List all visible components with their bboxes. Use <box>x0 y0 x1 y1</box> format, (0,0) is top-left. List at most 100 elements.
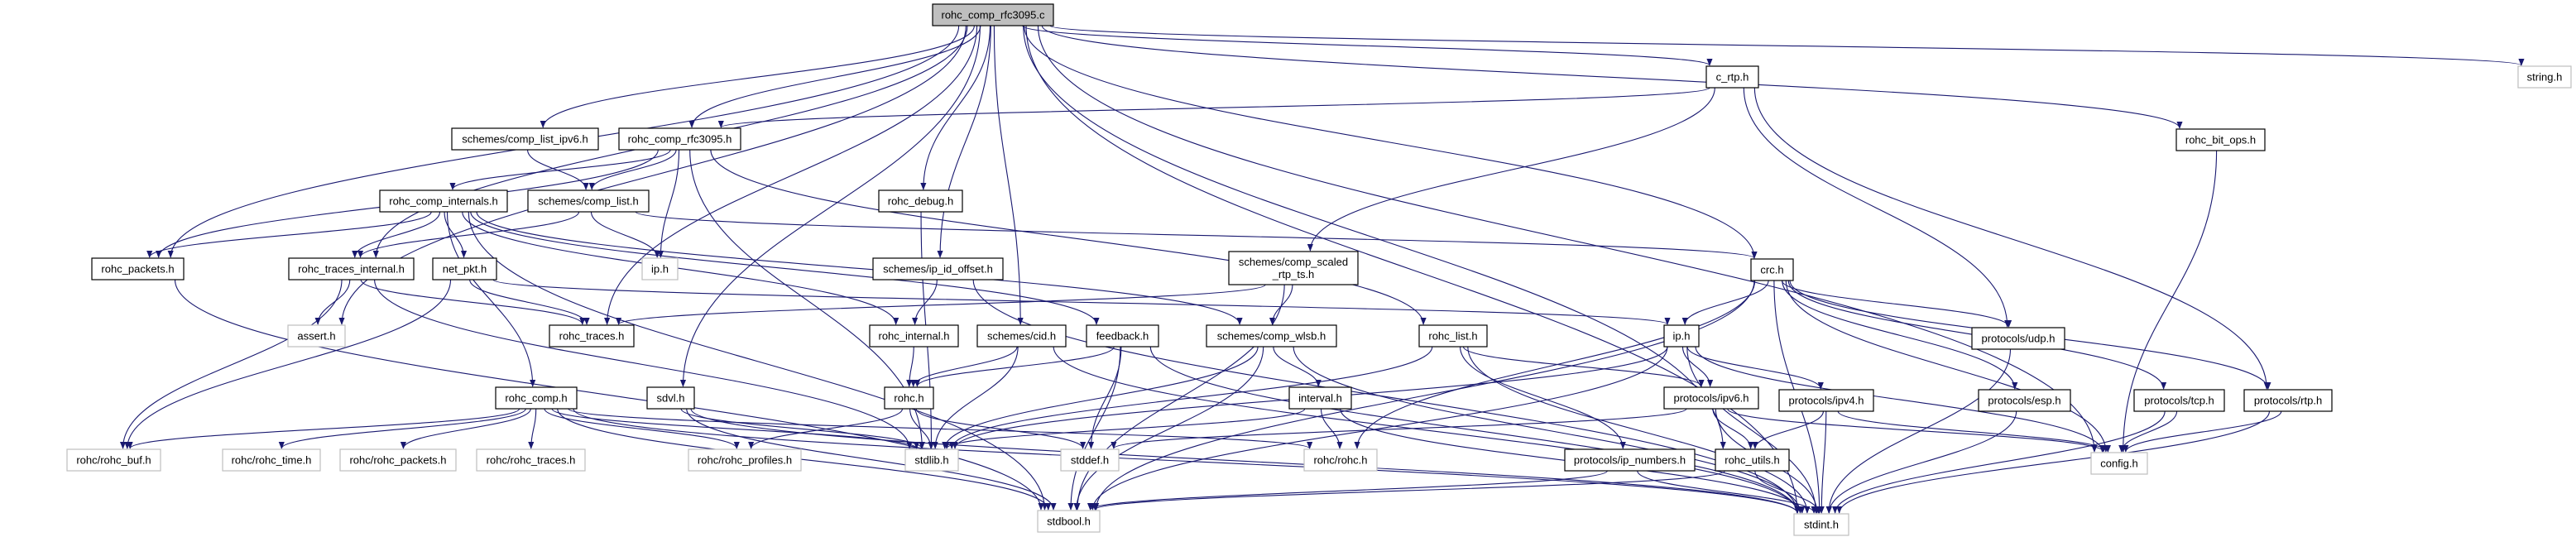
node-rohc-comp-internals-h[interactable]: rohc_comp_internals.h <box>379 189 508 213</box>
node-ip-numbers-h[interactable]: protocols/ip_numbers.h <box>1564 448 1696 472</box>
node-label: rohc_bit_ops.h <box>2185 134 2256 146</box>
node-label: config.h <box>2100 458 2138 470</box>
edge-rohc-utils-h-to-stdint-h <box>1754 470 1822 514</box>
node-box <box>688 448 802 472</box>
node-label: _rtp_ts.h <box>1272 268 1315 280</box>
edge-ip-h-to-ipv6-h <box>1681 346 1714 387</box>
edge-ip-numbers-h-to-stdint-h <box>1637 470 1817 514</box>
edge-crc-h-to-udp-h <box>1781 280 2012 328</box>
node-rtp-h[interactable]: protocols/rtp.h <box>2243 389 2333 412</box>
edge-rohc-comp-rfc3095-h-to-ip-h-ext <box>657 149 680 258</box>
edge-rohc-comp-internals-h-to-rohc-internal-h <box>462 211 899 325</box>
node-rohc-bit-ops-h[interactable]: rohc_bit_ops.h <box>2175 128 2266 151</box>
edge-comp-wlsb-h-to-stdint-h <box>1293 346 1804 514</box>
node-interval-h[interactable]: interval.h <box>1288 386 1352 410</box>
edge-rohc-h-to-rohc-profiles-h <box>748 408 904 449</box>
node-net-pkt-h[interactable]: net_pkt.h <box>432 257 497 280</box>
node-box <box>222 448 321 472</box>
node-rohc-traces-h[interactable]: rohc_traces.h <box>549 324 635 348</box>
node-label: schemes/comp_scaled <box>1239 256 1348 268</box>
node-comp-list-ipv6-h[interactable]: schemes/comp_list_ipv6.h <box>451 127 599 151</box>
edge-comp-list-ipv6-h-to-comp-list-h <box>527 149 589 190</box>
node-rohc-list-h[interactable]: rohc_list.h <box>1418 324 1488 348</box>
node-box <box>884 386 934 410</box>
node-crc-h[interactable]: crc.h <box>1750 258 1794 281</box>
node-ip-h[interactable]: ip.h <box>1663 324 1700 348</box>
node-label: rohc_comp_internals.h <box>389 195 498 208</box>
node-label: rohc_traces.h <box>559 330 625 343</box>
node-comp-list-h[interactable]: schemes/comp_list.h <box>527 189 650 213</box>
node-label: feedback.h <box>1096 330 1149 343</box>
node-rohc-comp-rfc3095-c[interactable]: rohc_comp_rfc3095.c <box>932 3 1054 26</box>
edge-rohc-comp-h-to-rohc-rohc-traces-h <box>528 408 537 449</box>
node-rohc-h[interactable]: rohc.h <box>884 386 934 410</box>
node-rohc-rohc-packets-h: rohc/rohc_packets.h <box>339 448 457 472</box>
node-box <box>618 127 741 151</box>
edge-crc-h-to-config-h <box>1785 280 2109 453</box>
edge-ip-id-offset-h-to-rohc-internal-h <box>912 279 938 325</box>
edge-feedback-h-to-stddef-h <box>1087 346 1122 449</box>
node-box <box>1978 389 2071 412</box>
node-label: rohc_list.h <box>1428 330 1477 343</box>
edge-ipv4-h-to-stdint-h <box>1818 410 1827 514</box>
edge-rohc-comp-rfc3095-c-to-stdint-h <box>1025 25 1801 514</box>
node-label: rohc/rohc_time.h <box>232 454 312 467</box>
node-comp-wlsb-h[interactable]: schemes/comp_wlsb.h <box>1206 324 1337 348</box>
node-cid-h[interactable]: schemes/cid.h <box>976 324 1067 348</box>
node-feedback-h[interactable]: feedback.h <box>1086 324 1159 348</box>
edge-rohc-comp-internals-h-to-net-pkt-h <box>444 211 468 258</box>
edge-ipv4-h-to-rohc-utils-h <box>1752 410 1824 449</box>
edge-rohc-list-h-to-ip-numbers-h <box>1459 346 1626 449</box>
edge-ipv6-h-to-stddef-h <box>1111 408 1687 449</box>
edge-rohc-comp-rfc3095-c-to-rohc-bit-ops-h <box>1041 25 2183 129</box>
edge-crc-h-to-esp-h <box>1782 280 2018 390</box>
node-udp-h[interactable]: protocols/udp.h <box>1971 327 2065 350</box>
edge-ip-h-to-stdbool-h <box>1089 346 1668 511</box>
node-ip-id-offset-h[interactable]: schemes/ip_id_offset.h <box>872 257 1004 280</box>
node-rohc-comp-rfc3095-h[interactable]: rohc_comp_rfc3095.h <box>618 127 741 151</box>
edge-net-pkt-h-to-rohc-buf-h <box>124 279 452 449</box>
node-c-rtp-h[interactable]: c_rtp.h <box>1705 65 1759 89</box>
node-rohc-comp-h[interactable]: rohc_comp.h <box>495 386 578 410</box>
edge-comp-list-h-to-ip-h-ext <box>590 211 660 258</box>
edge-comp-scaled-rtp-ts-h-to-stdbool-h <box>1074 284 1285 511</box>
node-rohc-utils-h[interactable]: rohc_utils.h <box>1715 448 1790 472</box>
node-sdvl-h[interactable]: sdvl.h <box>646 386 695 410</box>
node-box <box>976 324 1067 348</box>
node-rohc-internal-h[interactable]: rohc_internal.h <box>869 324 959 348</box>
edge-comp-scaled-rtp-ts-h-to-comp-wlsb-h <box>1269 284 1293 325</box>
edge-rohc-comp-rfc3095-c-to-c-rtp-h <box>1022 25 1713 66</box>
node-rohc-traces-internal-h[interactable]: rohc_traces_internal.h <box>288 257 415 280</box>
node-stdint-h: stdint.h <box>1793 513 1849 536</box>
node-rohc-debug-h[interactable]: rohc_debug.h <box>878 189 963 213</box>
node-comp-scaled-rtp-ts-h[interactable]: schemes/comp_scaled_rtp_ts.h <box>1228 251 1359 285</box>
node-label: rohc/rohc.h <box>1313 454 1367 467</box>
edge-crc-h-to-rohc-rohc-h <box>1354 280 1756 449</box>
edge-rtp-h-to-config-h <box>2123 410 2282 453</box>
edges-layer <box>119 25 2524 514</box>
node-box <box>1206 324 1337 348</box>
edge-c-rtp-h-to-comp-scaled-rtp-ts-h <box>1307 87 1715 252</box>
edge-net-pkt-h-to-rohc-traces-h <box>469 279 590 325</box>
edge-rohc-traces-internal-h-to-rohc-buf-h <box>119 279 343 449</box>
node-box <box>476 448 586 472</box>
node-tcp-h[interactable]: protocols/tcp.h <box>2133 389 2225 412</box>
node-ipv6-h[interactable]: protocols/ipv6.h <box>1663 386 1759 410</box>
node-box <box>1663 386 1759 410</box>
edge-sdvl-h-to-stdint-h <box>690 408 1801 514</box>
node-rohc-packets-h[interactable]: rohc_packets.h <box>91 257 185 280</box>
edge-net-pkt-h-to-ip-h <box>492 279 1671 325</box>
node-ip-h-ext: ip.h <box>641 257 679 280</box>
edge-rohc-comp-rfc3095-c-to-rohc-debug-h <box>920 25 991 190</box>
node-label: assert.h <box>297 330 335 343</box>
node-label: protocols/rtp.h <box>2254 395 2322 407</box>
node-esp-h[interactable]: protocols/esp.h <box>1978 389 2071 412</box>
node-stdlib-h: stdlib.h <box>904 448 959 472</box>
edge-ipv4-h-to-config-h <box>1837 410 2111 453</box>
node-ipv4-h[interactable]: protocols/ipv4.h <box>1778 389 1874 412</box>
edge-comp-wlsb-h-to-stdlib-h <box>942 346 1259 449</box>
edge-rohc-comp-rfc3095-c-to-rohc-traces-h <box>604 25 978 325</box>
node-config-h: config.h <box>2090 452 2148 475</box>
edge-rohc-comp-rfc3095-c-to-rohc-comp-rfc3095-h <box>688 25 981 128</box>
edge-rohc-comp-internals-h-to-rohc-traces-internal-h <box>352 211 441 258</box>
